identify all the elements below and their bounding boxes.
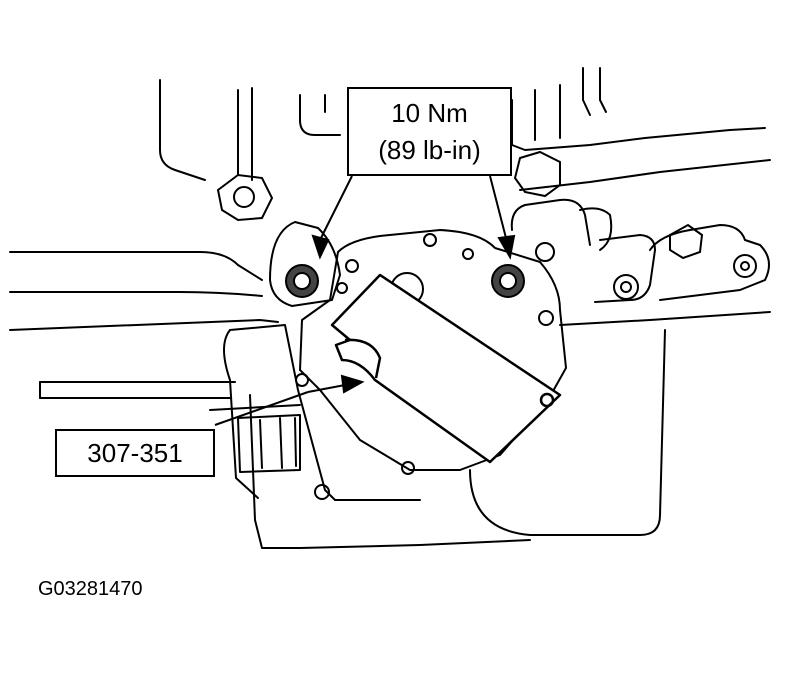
special-tool-number: 307-351 [87, 437, 183, 468]
upper-bolt-head [216, 173, 274, 222]
leader-lines [214, 175, 516, 426]
mounting-bolts [285, 264, 525, 298]
special-tool-callout: 307-351 [55, 429, 215, 477]
arrow-right-bolt-icon [497, 234, 516, 260]
arrow-left-bolt-icon [311, 234, 330, 260]
torque-spec-callout: 10 Nm (89 lb-in) [347, 87, 512, 176]
special-tool-drawing [330, 273, 562, 464]
right-bolt-head [669, 223, 704, 260]
housing-outline [9, 67, 771, 549]
torque-imperial: (89 lb-in) [378, 134, 481, 165]
fastener-details [216, 150, 757, 500]
figure-id: G03281470 [38, 578, 143, 600]
arrow-tool-icon [340, 374, 365, 394]
torque-metric: 10 Nm [391, 97, 468, 128]
